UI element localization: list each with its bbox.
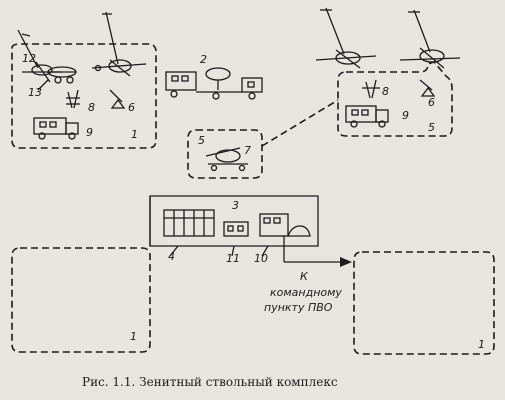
gun-group-5	[187, 129, 263, 179]
label-3: 3	[232, 199, 239, 212]
label-6a: 6	[128, 101, 135, 114]
battery-group-right	[337, 61, 453, 137]
gun-left-2	[91, 11, 147, 77]
label-5a: 5	[198, 134, 205, 147]
label-6b: 6	[428, 96, 435, 109]
label-1a: 1	[131, 128, 138, 141]
arrow-label-line-1: К	[300, 270, 309, 283]
truck-left	[33, 117, 79, 140]
arrow-label-line-3: пункту ПВО	[264, 301, 333, 314]
label-7: 7	[244, 144, 251, 157]
gun-right-1	[315, 7, 377, 69]
label-1b: 1	[130, 330, 137, 343]
label-9a: 9	[86, 126, 93, 139]
label-12: 12	[22, 52, 36, 65]
gun-right-2	[399, 9, 461, 69]
label-11: 11	[226, 252, 240, 265]
label-4: 4	[168, 250, 175, 263]
radar-station	[165, 67, 263, 100]
battery-group-bottom-left	[11, 247, 151, 353]
label-2: 2	[200, 53, 207, 66]
command-post	[149, 195, 319, 247]
label-8b: 8	[382, 85, 389, 98]
arrow-label-line-2: командному	[270, 286, 342, 299]
figure-caption: Рис. 1.1. Зенитный ствольный комплекс	[82, 375, 338, 389]
battery-group-bottom-right	[353, 251, 495, 355]
label-1c: 1	[478, 338, 485, 351]
label-9b: 9	[402, 109, 409, 122]
link-arrow	[283, 236, 352, 267]
label-8a: 8	[88, 101, 95, 114]
label-10: 10	[254, 252, 268, 265]
label-5b: 5	[428, 121, 435, 134]
fire-control-devices-left	[47, 66, 126, 109]
